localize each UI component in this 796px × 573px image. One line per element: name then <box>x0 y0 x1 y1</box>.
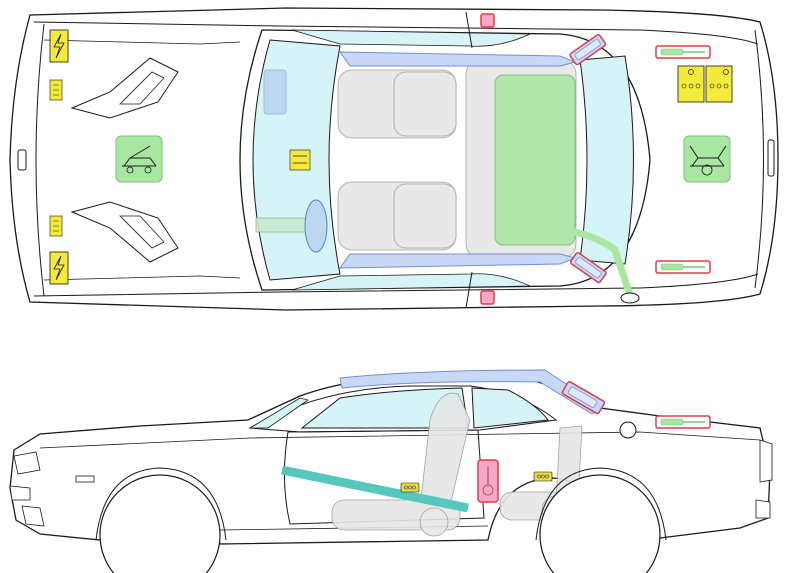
hood-scoop-lower-inner <box>119 215 165 249</box>
gas-generator-side <box>561 381 606 415</box>
gas-strut-icon <box>49 79 63 101</box>
top-rear-edge <box>754 29 764 289</box>
steering-airbag-icon <box>304 199 328 253</box>
curtain-airbag-lower <box>339 253 577 269</box>
rear-window-top <box>579 55 634 265</box>
gas-strut-icon <box>49 215 63 237</box>
gas-generator-upper <box>569 33 607 66</box>
trunk-strut-lower <box>655 260 711 274</box>
fuel-tank <box>494 74 576 246</box>
top-body-shoulder-upper <box>33 21 759 45</box>
top-view <box>9 7 779 311</box>
fuel-filler-cap <box>620 292 640 304</box>
front-side-marker <box>75 475 95 483</box>
hood-line-lower <box>43 275 241 281</box>
side-windshield <box>248 397 309 429</box>
hood-open-icon <box>115 135 163 183</box>
front-bumper-detail <box>9 451 45 527</box>
curtain-airbag-side <box>339 369 603 415</box>
hood-scoop-upper-inner <box>119 71 165 105</box>
side-window-lower-top <box>291 273 531 291</box>
front-seat-upper <box>337 69 457 139</box>
pretensioner-icon <box>400 482 420 493</box>
fuel-filler-side <box>619 421 637 439</box>
top-body-shoulder-lower <box>33 273 759 297</box>
b-pillar-reinforcement-upper <box>480 13 495 28</box>
lightning-icon <box>49 29 69 63</box>
b-pillar-reinforcement-lower <box>480 290 495 305</box>
trunk-strut-upper <box>655 45 711 59</box>
gas-generator-lower <box>569 251 607 284</box>
side-window-rear <box>471 387 549 429</box>
top-rear-light <box>767 139 775 177</box>
top-front-badge <box>17 149 27 171</box>
fuel-filler-line <box>571 228 634 299</box>
gas-generator-icon <box>705 65 733 103</box>
side-view <box>9 369 773 573</box>
pretensioner-icon <box>289 149 311 171</box>
side-impact-bar <box>281 465 469 513</box>
rear-wheel <box>535 467 667 573</box>
trunk-open-icon <box>683 135 731 183</box>
rear-bumper-detail <box>755 439 773 519</box>
door-line-upper <box>465 11 473 49</box>
b-pillar-reinforcement-side <box>477 459 499 503</box>
front-seat-lower <box>337 181 457 251</box>
top-front-edge <box>35 23 45 297</box>
front-wheel <box>95 467 227 573</box>
front-seat-side <box>331 392 471 537</box>
door-line-lower <box>465 271 473 309</box>
pretensioner-icon <box>533 471 553 482</box>
hood-line-upper <box>43 39 241 45</box>
passenger-airbag <box>263 69 287 115</box>
gas-generator-icon <box>677 65 705 103</box>
side-window-upper-top <box>291 29 531 47</box>
curtain-airbag-upper <box>339 51 577 67</box>
side-window-front <box>300 387 469 429</box>
lightning-icon <box>49 251 69 285</box>
trunk-strut-side <box>655 415 711 429</box>
